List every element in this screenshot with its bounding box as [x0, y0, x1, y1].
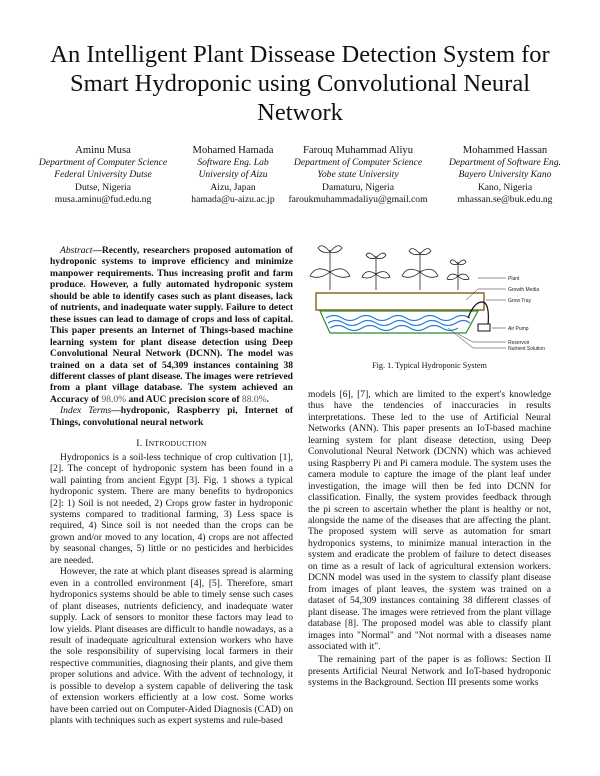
section-title-rest: NTRODUCTION: [148, 439, 207, 449]
label-growth-media: Growth Media: [508, 287, 539, 293]
label-grow-tray: Grow Tray: [508, 298, 532, 304]
author-institution: Federal University Dutse: [54, 169, 152, 181]
author-name: Mohamed Hamada: [192, 145, 274, 156]
author-dept: Department of Computer Science: [38, 157, 168, 169]
section-number: I.: [136, 438, 146, 450]
abstract-text: —Recently, researchers proposed automati…: [50, 245, 293, 405]
abstract: Abstract—Recently, researchers proposed …: [50, 245, 293, 405]
author-dept: Software Eng. Lab: [197, 157, 269, 169]
author-block: Aminu Musa Department of Computer Scienc…: [23, 145, 183, 206]
left-column: Abstract—Recently, researchers proposed …: [50, 245, 293, 727]
author-email: hamada@u-aizu.ac.jp: [191, 193, 275, 205]
paragraph: However, the rate at which plant disease…: [50, 566, 293, 727]
plant-icon: [309, 245, 470, 290]
index-terms: Index Terms—hydroponic, Raspberry pi, In…: [50, 405, 293, 428]
title-line: An Intelligent Plant Dissease Detection …: [50, 41, 550, 68]
index-terms-text: —hydroponic, Raspberry pi, Internet of T…: [50, 405, 293, 428]
title-line: Smart Hydroponic using Convolutional Neu…: [70, 70, 530, 97]
air-tube: [467, 301, 489, 327]
author-name: Mohammed Hassan: [462, 145, 548, 156]
label-nutrient-solution: Nutrient Solution: [508, 346, 545, 352]
author-email: faroukmuhammadaliyu@gmail.com: [288, 193, 428, 205]
air-pump: [477, 323, 491, 332]
index-terms-label: Index Terms: [60, 405, 112, 417]
author-institution: Bayero University Kano: [458, 169, 552, 181]
author-name: Farouq Muhammad Aliyu: [302, 145, 414, 156]
abstract-label: Abstract: [60, 245, 93, 256]
abstract-text: and AUC precision score of: [126, 393, 242, 405]
nutrient-solution: [325, 314, 471, 332]
author-location: Aizu, Japan: [210, 181, 256, 193]
author-name: Aminu Musa: [75, 145, 131, 156]
author-institution: University of Aizu: [198, 169, 268, 181]
author-location: Damaturu, Nigeria: [322, 181, 394, 193]
label-leaders: [447, 277, 506, 349]
title-line: Network: [257, 99, 343, 126]
author-institution: Yobe state University: [317, 169, 399, 181]
paragraph: models [6], [7], which are limited to th…: [308, 389, 551, 652]
author-dept: Department of Software Eng.: [448, 157, 562, 169]
author-block: Mohamed Hamada Software Eng. Lab Univers…: [173, 145, 293, 206]
hydroponic-system-figure: Plant Growth Media Grow Tray Air Pump Re…: [309, 245, 545, 352]
author-email: mhassan.se@buk.edu.ng: [457, 193, 553, 205]
label-reservoir: Reservoir: [508, 340, 530, 346]
right-column: models [6], [7], which are limited to th…: [308, 389, 551, 689]
paper-title: An Intelligent Plant Dissease Detection …: [20, 40, 580, 127]
author-block: Farouq Muhammad Aliyu Department of Comp…: [288, 145, 428, 206]
section-title-initial: I: [145, 438, 149, 450]
paragraph: The remaining part of the paper is as fo…: [308, 654, 551, 689]
accuracy-value: 98.0%: [101, 393, 127, 405]
author-email: musa.aminu@fud.edu.ng: [54, 193, 152, 205]
abstract-text: .: [266, 393, 269, 405]
section-heading: I. INTRODUCTION: [50, 438, 293, 449]
grow-tray: [315, 292, 485, 311]
auc-value: 88.0%: [241, 393, 267, 405]
author-location: Dutse, Nigeria: [75, 181, 131, 193]
label-air-pump: Air Pump: [508, 326, 529, 332]
author-location: Kano, Nigeria: [477, 181, 533, 193]
author-dept: Department of Computer Science: [293, 157, 423, 169]
author-block: Mohammed Hassan Department of Software E…: [430, 145, 580, 206]
figure-caption: Fig. 1. Typical Hydroponic System: [372, 361, 487, 370]
paragraph: Hydroponics is a soil-less technique of …: [50, 451, 293, 566]
label-plant: Plant: [508, 276, 520, 282]
